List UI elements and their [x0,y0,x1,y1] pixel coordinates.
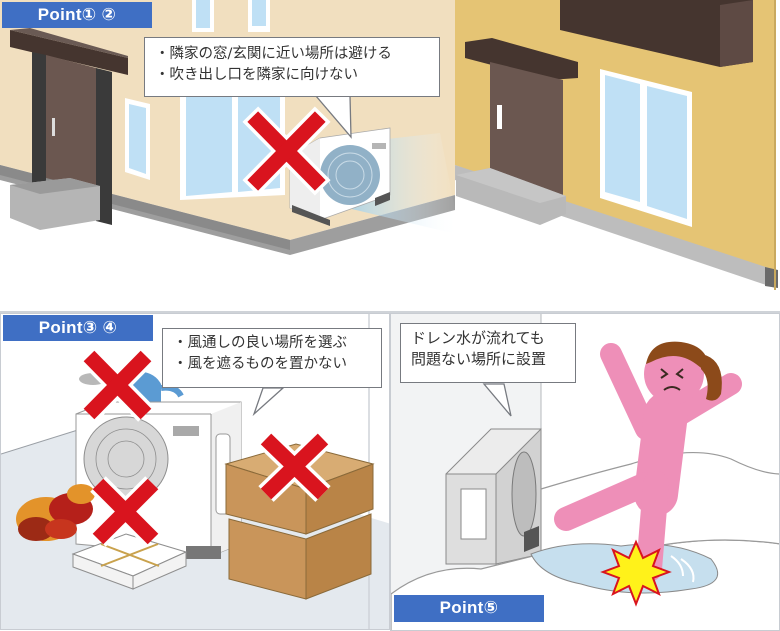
right-balcony [560,0,753,67]
callout-ventilation: ・風通しの良い場所を選ぶ ・風を遮るものを置かない [162,328,382,388]
callout-drain-water: ドレン水が流れても 問題ない場所に設置 [400,323,576,383]
right-porch-roof [465,38,578,80]
left-porch-roof [10,30,128,75]
callout-line: 問題ない場所に設置 [411,350,547,368]
neighbor-house-illustration [0,0,778,290]
right-house-door [490,62,563,195]
panel-point-3-4: Point③ ④ [0,313,390,630]
callout-tail [252,387,285,417]
left-house-foundation [0,165,455,255]
callout-line: ドレン水が流れても [411,329,545,347]
left-house-door [46,55,96,190]
wrong-cross-icon [242,106,331,196]
newspaper-bundle [71,533,188,590]
wrong-cross-icon [81,348,154,422]
callout-line: ・吹き出し口を隣家に向けない [155,67,358,83]
impact-burst-icon [600,539,672,607]
wrong-cross-icon [90,476,161,547]
point-5-label: Point⑤ [394,595,544,622]
door-handle [52,118,55,136]
panel-point-1-2: Point① ② ・隣家の窓/玄関に近い場所は避ける ・吹き出し口を隣家に向けな… [0,0,780,313]
ventilation-illustration [1,314,389,629]
point-1-2-label: Point① ② [2,2,152,28]
callout-line: ・隣家の窓/玄関に近い場所は避ける [155,46,392,62]
wrong-cross-icon [258,431,331,502]
outdoor-ac-unit [445,427,542,565]
fallen-leaves [16,484,95,541]
callout-avoid-neighbor: ・隣家の窓/玄関に近い場所は避ける ・吹き出し口を隣家に向けない [144,37,440,97]
callout-line: ・風を遮るものを置かない [173,356,347,372]
callout-line: ・風通しの良い場所を選ぶ [173,335,347,351]
callout-tail [482,383,512,417]
point-3-4-label: Point③ ④ [3,315,153,341]
slipping-person [554,341,742,582]
